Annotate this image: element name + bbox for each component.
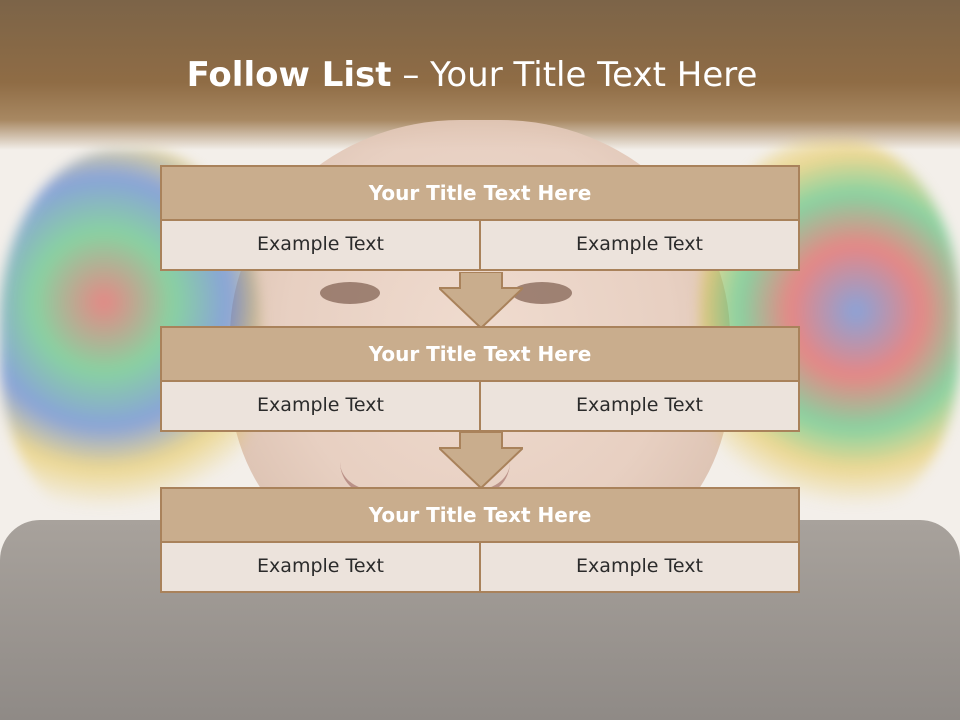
list-block-2: Your Title Text Here Example Text Exampl… [160,326,800,432]
slide-title-rest: – Your Title Text Here [391,55,758,95]
block-cell-right: Example Text [479,543,798,591]
slide-title-bold: Follow List [186,55,392,95]
block-row: Example Text Example Text [160,221,800,271]
list-block-1: Your Title Text Here Example Text Exampl… [160,165,800,271]
block-cell-right: Example Text [479,382,798,430]
left-eye [320,282,380,304]
list-block-3: Your Title Text Here Example Text Exampl… [160,487,800,593]
block-cell-left: Example Text [257,394,384,416]
block-row: Example Text Example Text [160,543,800,593]
down-arrow-icon [439,432,523,490]
block-cell-left: Example Text [257,233,384,255]
block-title: Your Title Text Here [160,487,800,543]
slide-title: Follow List – Your Title Text Here [0,52,944,98]
block-cell-right: Example Text [479,221,798,269]
block-title: Your Title Text Here [160,165,800,221]
right-eye [512,282,572,304]
down-arrow-icon [439,272,523,330]
block-row: Example Text Example Text [160,382,800,432]
block-title: Your Title Text Here [160,326,800,382]
block-cell-left: Example Text [257,555,384,577]
